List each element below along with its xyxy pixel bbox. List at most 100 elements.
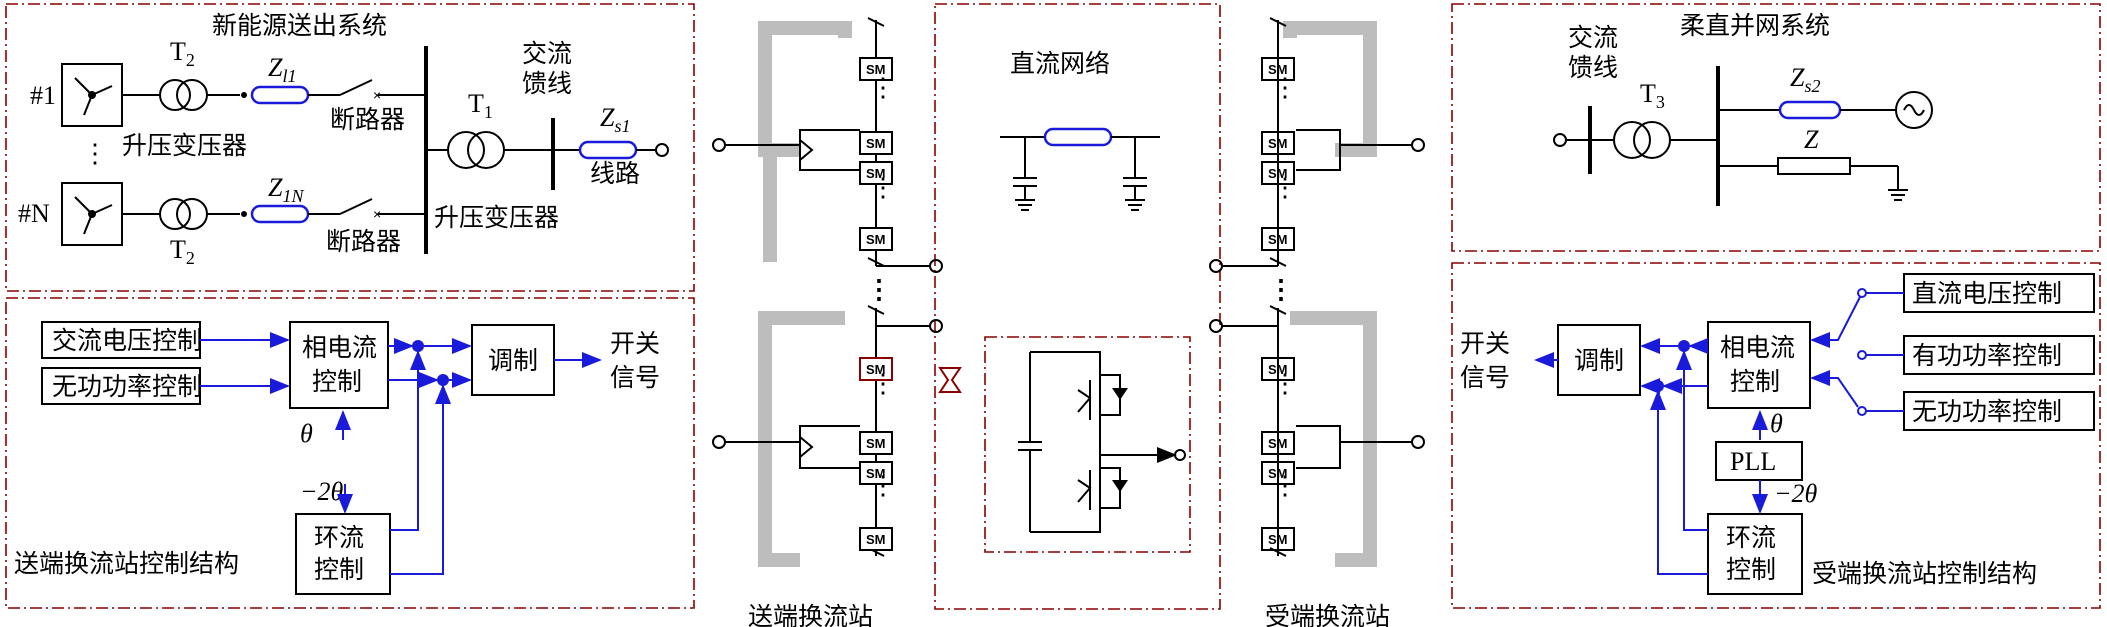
- breaker-icon: ×: [339, 198, 426, 222]
- pll-box: PLL: [1715, 441, 1803, 481]
- svg-text:环流: 环流: [1726, 523, 1776, 552]
- ac-voltage-control-box: 交流电压控制: [41, 321, 202, 359]
- submodule-box: [859, 227, 893, 251]
- theta-label: θ: [300, 419, 313, 448]
- modulation-box: 调制: [471, 324, 555, 396]
- ac-feeder-label-right: 交流: [1568, 23, 1618, 52]
- submodule-label: SM: [866, 62, 886, 77]
- z11-label: Zl1: [268, 53, 296, 86]
- svg-text:直流电压控制: 直流电压控制: [1912, 279, 2062, 308]
- submodule-box: [859, 161, 893, 185]
- ellipsis: ⋮: [870, 173, 896, 202]
- transformer-icon: [122, 79, 240, 111]
- wind-turbine-icon: [61, 63, 123, 127]
- svg-text:控制: 控制: [314, 555, 364, 584]
- ellipsis: ⋮: [1272, 369, 1298, 398]
- step-up-label-left: 升压变压器: [122, 131, 247, 160]
- transformer-icon: [122, 198, 240, 230]
- breaker-label-top: 断路器: [330, 105, 405, 134]
- reactive-power-control-box: 无功功率控制: [41, 367, 202, 405]
- submodule-box: [859, 431, 893, 455]
- dc-network-panel: [934, 3, 1221, 610]
- submodule-box: [859, 527, 893, 551]
- send-control-title: 送端换流站控制结构: [14, 549, 239, 578]
- recv-converter-station: [1209, 17, 1425, 567]
- ac-feeder-label-right: 馈线: [1568, 53, 1618, 82]
- transformer-icon: [426, 131, 553, 169]
- dc-line: [1000, 127, 1160, 211]
- switch-signal-label-right: 开关: [1460, 329, 1510, 358]
- recv-control-panel: [1451, 262, 2101, 609]
- submodule-label: SM: [866, 466, 886, 481]
- switch-signal-label: 开关: [610, 329, 660, 358]
- send-station-label: 送端换流站: [748, 602, 873, 627]
- cable-icon: [241, 204, 340, 224]
- svg-text:×: ×: [373, 87, 381, 103]
- svg-text:控制: 控制: [1730, 367, 1780, 396]
- dc-voltage-control-box: 直流电压控制: [1903, 273, 2095, 313]
- submodule-label: SM: [866, 136, 886, 151]
- submodule-label: SM: [866, 166, 886, 181]
- ellipsis: ⋮: [870, 73, 896, 102]
- submodule-label: SM: [866, 362, 886, 377]
- submodule-box: [859, 357, 893, 381]
- zs1-label: Zs1: [600, 103, 630, 136]
- switch-signal-label-right: 信号: [1460, 363, 1510, 392]
- svg-text:相电流: 相电流: [302, 333, 377, 362]
- ellipsis: ⋮: [1272, 173, 1298, 202]
- submodule-label: SM: [866, 532, 886, 547]
- svg-text:交流电压控制: 交流电压控制: [52, 326, 202, 355]
- svg-text:无功功率控制: 无功功率控制: [52, 372, 202, 401]
- send-control-panel: [5, 297, 695, 609]
- submodule-box: [859, 461, 893, 485]
- neg2theta-label-right: −2θ: [1774, 479, 1818, 508]
- step-up-label-right: 升压变压器: [434, 203, 559, 232]
- line-label: 线路: [590, 159, 640, 188]
- unit-n-label: #N: [18, 199, 50, 228]
- submodule-detail-panel: [984, 336, 1191, 553]
- ellipsis: ⋮: [1272, 471, 1298, 500]
- phase-current-control-box: 相电流 控制: [289, 321, 389, 409]
- phase-current-control-box-right: 相电流 控制: [1707, 321, 1811, 409]
- arrow-icon: [938, 367, 962, 393]
- submodule-label: SM: [866, 232, 886, 247]
- circulating-current-control-box-right: 环流 控制: [1707, 513, 1803, 595]
- svg-text:控制: 控制: [312, 367, 362, 396]
- zs2-label: Zs2: [1790, 63, 1820, 96]
- renewable-title: 新能源送出系统: [212, 11, 387, 40]
- submodule-box: [859, 131, 893, 155]
- units-ellipsis: ⋮: [82, 139, 108, 168]
- t2-label-top: T2: [170, 37, 195, 70]
- ellipsis: ⋮: [1272, 73, 1298, 102]
- recv-control-title: 受端换流站控制结构: [1812, 559, 2037, 588]
- z-label: Z: [1804, 125, 1819, 154]
- svg-text:无功功率控制: 无功功率控制: [1912, 397, 2062, 426]
- ellipsis: ⋮: [870, 471, 896, 500]
- svg-text:×: ×: [373, 206, 381, 222]
- submodule-circuit: [1018, 351, 1186, 533]
- recv-station-label: 受端换流站: [1265, 602, 1390, 627]
- breaker-icon: ×: [339, 79, 426, 103]
- circulating-current-control-box: 环流 控制: [295, 513, 391, 595]
- vsc-grid-panel: [1451, 3, 2101, 252]
- unit-1-label: #1: [30, 81, 56, 110]
- neg2theta-label: −2θ: [300, 477, 344, 506]
- ellipsis: ⋮: [870, 369, 896, 398]
- vsc-grid-title: 柔直并网系统: [1680, 11, 1830, 40]
- t1-label: T1: [468, 89, 493, 122]
- active-power-control-box: 有功功率控制: [1903, 335, 2095, 375]
- vsc-grid-circuit: [1553, 66, 1933, 206]
- ellipsis: ⋮: [866, 275, 892, 304]
- svg-text:PLL: PLL: [1730, 447, 1776, 476]
- breaker-label-bottom: 断路器: [326, 227, 401, 256]
- z1n-label: Z1N: [268, 173, 304, 206]
- send-converter-station: [712, 17, 943, 567]
- submodule-box: [859, 57, 893, 81]
- wind-turbine-icon: [61, 182, 123, 246]
- svg-text:有功功率控制: 有功功率控制: [1912, 341, 2062, 370]
- svg-text:控制: 控制: [1726, 555, 1776, 584]
- svg-text:环流: 环流: [314, 523, 364, 552]
- ac-feeder-label: 馈线: [522, 69, 572, 98]
- submodule-label: SM: [866, 436, 886, 451]
